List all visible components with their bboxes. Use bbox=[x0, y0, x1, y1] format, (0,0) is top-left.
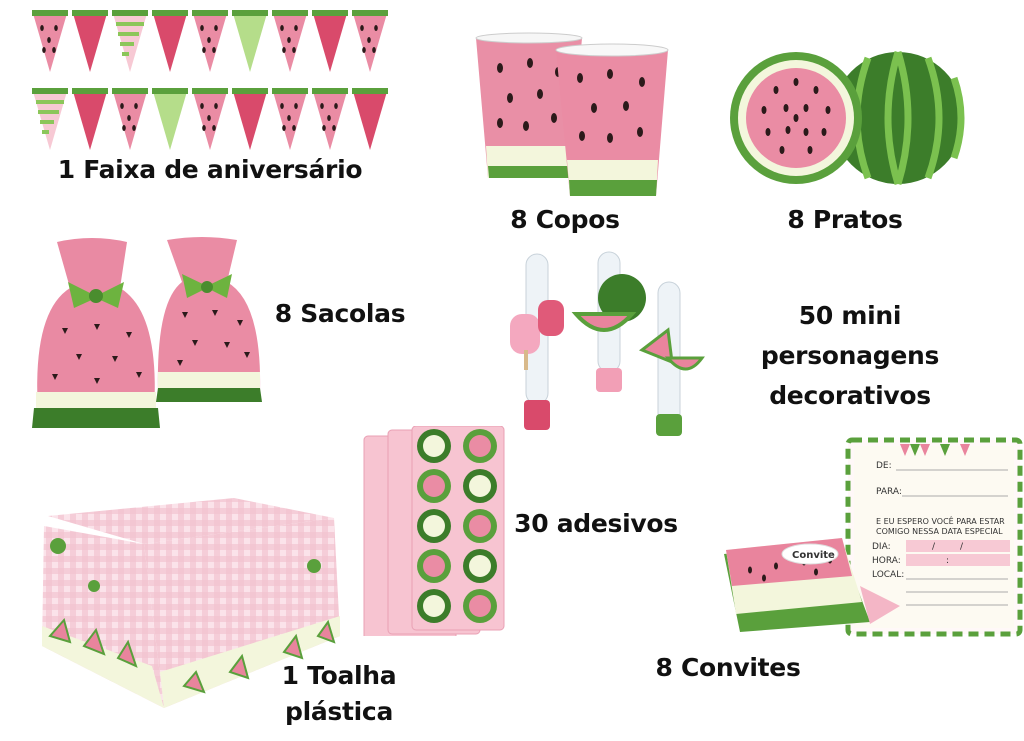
invite-badge: Convite bbox=[792, 550, 835, 561]
pennant-flag bbox=[152, 10, 188, 72]
cups-illustration bbox=[475, 32, 669, 196]
banner-label-text: 1 Faixa de aniversário bbox=[57, 155, 363, 184]
plate-front-flesh bbox=[730, 52, 862, 184]
pennant-flag bbox=[272, 10, 308, 72]
pennant-banner bbox=[32, 10, 388, 150]
pennant-flag bbox=[232, 88, 268, 150]
invite-para: PARA: bbox=[876, 487, 902, 497]
pennant-flag bbox=[272, 88, 308, 150]
invite-hora: HORA: bbox=[872, 556, 901, 566]
invites-label-text: 8 Convites bbox=[655, 653, 801, 682]
invite-date-sep-1: / bbox=[932, 542, 936, 552]
pennant-flag bbox=[152, 88, 188, 150]
pennant-flag bbox=[352, 88, 388, 150]
plates-label: 8 Pratos bbox=[760, 204, 930, 235]
sticker-sheets bbox=[363, 426, 505, 636]
invites-image: DE: PARA: E EU ESPERO VOCÊ PARA ESTAR CO… bbox=[720, 436, 1024, 638]
pennant-flag bbox=[192, 88, 228, 150]
pennant-flag bbox=[232, 10, 268, 72]
figures-label-line1: 50 mini bbox=[798, 301, 902, 330]
figures-label-line2: personagens bbox=[760, 341, 940, 370]
plates-label-text: 8 Pratos bbox=[787, 205, 903, 234]
cup-back bbox=[475, 32, 583, 178]
tube-right bbox=[638, 281, 705, 436]
cups-image bbox=[470, 28, 675, 203]
bags-image bbox=[32, 232, 264, 432]
tablecloth-image bbox=[34, 496, 346, 712]
bag-back bbox=[156, 237, 262, 402]
tablecloth-illustration bbox=[42, 498, 340, 708]
plates-image bbox=[728, 48, 968, 188]
banner-label: 1 Faixa de aniversário bbox=[40, 154, 380, 185]
invite-date-sep-2: / bbox=[960, 542, 964, 552]
invites-illustration: DE: PARA: E EU ESPERO VOCÊ PARA ESTAR CO… bbox=[724, 437, 1023, 637]
cups-label-text: 8 Copos bbox=[510, 205, 620, 234]
pennant-flag bbox=[72, 88, 108, 150]
tablecloth-label: 1 Toalha plástica bbox=[262, 658, 416, 730]
tube-left bbox=[510, 253, 564, 430]
pennant-flag bbox=[352, 10, 388, 72]
pennant-flag bbox=[312, 10, 348, 72]
tube-middle bbox=[571, 251, 646, 392]
bags-illustration bbox=[32, 237, 262, 428]
pennant-flag bbox=[32, 88, 68, 150]
stickers-label: 30 adesivos bbox=[508, 508, 684, 539]
stickers-image bbox=[362, 426, 506, 636]
pennant-flag bbox=[192, 10, 228, 72]
invite-de: DE: bbox=[876, 461, 892, 471]
bag-front bbox=[32, 238, 160, 428]
figures-label-line3: decorativos bbox=[769, 381, 931, 410]
invite-message-line1: E EU ESPERO VOCÊ PARA ESTAR bbox=[876, 515, 1005, 526]
figures-label: 50 mini personagens decorativos bbox=[745, 296, 955, 416]
invite-message-line2: COMIGO NESSA DATA ESPECIAL bbox=[876, 527, 1003, 536]
stickers-label-text: 30 adesivos bbox=[514, 509, 678, 538]
pennant-flag bbox=[112, 88, 148, 150]
pennant-flag bbox=[72, 10, 108, 72]
bags-label-text: 8 Sacolas bbox=[274, 299, 406, 328]
invite-envelope: Convite bbox=[724, 538, 900, 632]
invite-dia: DIA: bbox=[872, 542, 891, 552]
sticker-sheet bbox=[411, 426, 505, 631]
figures-image bbox=[502, 250, 708, 442]
invite-time-sep: : bbox=[946, 556, 949, 566]
pennant-flag bbox=[112, 10, 148, 72]
tablecloth-label-line2: plástica bbox=[284, 697, 394, 726]
pennant-flag bbox=[32, 10, 68, 72]
figures-illustration bbox=[510, 251, 705, 436]
invites-label: 8 Convites bbox=[642, 652, 814, 683]
plates-illustration bbox=[730, 50, 965, 186]
invite-local: LOCAL: bbox=[872, 570, 904, 580]
bags-label: 8 Sacolas bbox=[272, 298, 408, 329]
cup-front bbox=[555, 43, 669, 196]
cups-label: 8 Copos bbox=[480, 204, 650, 235]
pennant-flag bbox=[312, 88, 348, 150]
banner-image bbox=[30, 8, 390, 158]
tablecloth-label-line1: 1 Toalha bbox=[281, 661, 397, 690]
